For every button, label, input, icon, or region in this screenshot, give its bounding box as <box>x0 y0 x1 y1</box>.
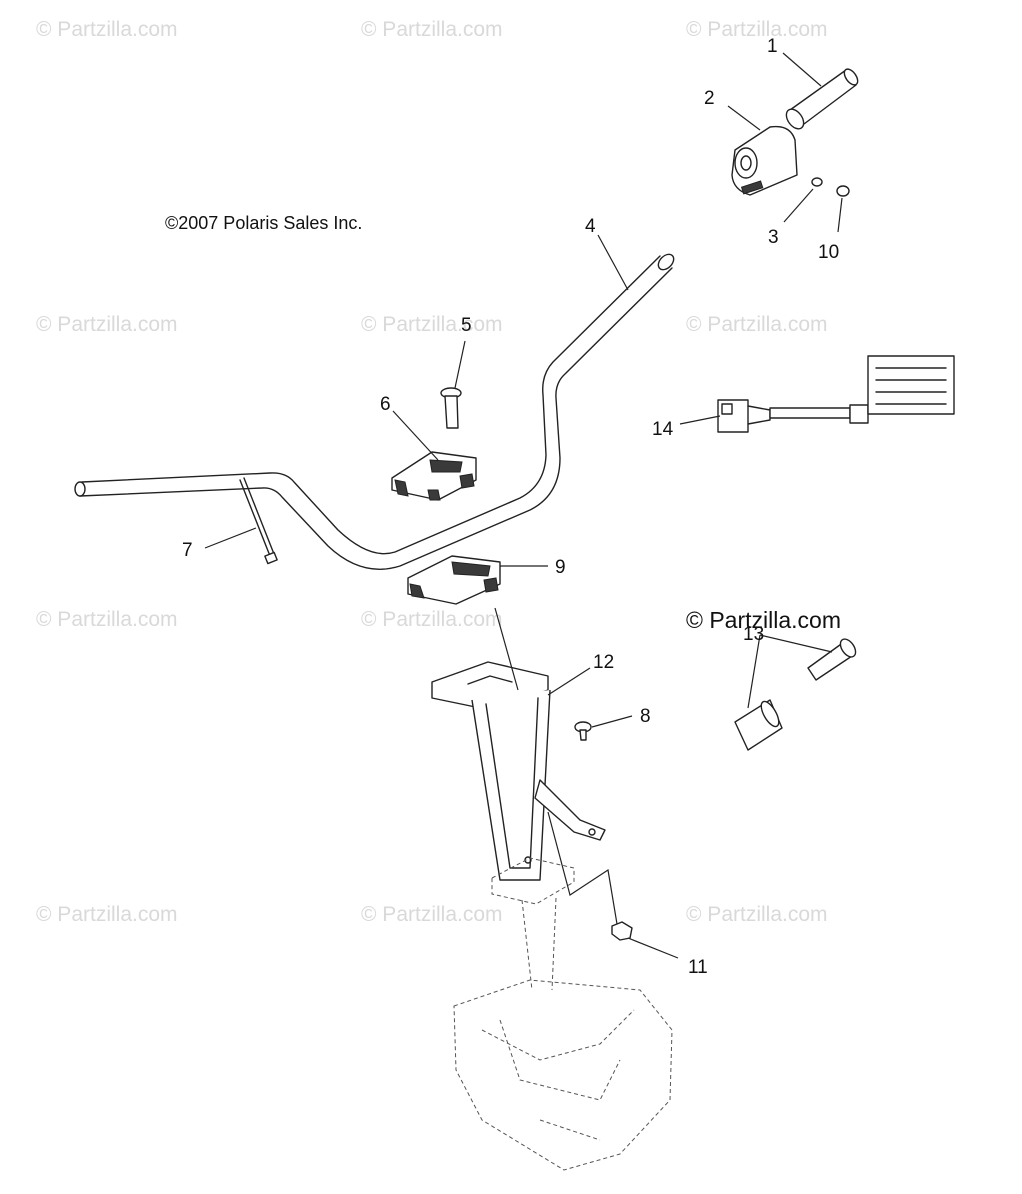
leader-3 <box>783 188 814 223</box>
callout-12: 12 <box>593 652 614 673</box>
callout-14: 14 <box>652 419 674 440</box>
part-12-bracket[interactable] <box>431 661 606 881</box>
leader-14 <box>679 415 721 425</box>
watermark: © Partzilla.com <box>686 18 828 41</box>
watermark-grid: © Partzilla.com © Partzilla.com © Partzi… <box>36 18 828 926</box>
callout-7: 7 <box>182 540 193 561</box>
leader-13a <box>747 634 761 709</box>
part-14-harness[interactable] <box>717 355 955 433</box>
watermark: © Partzilla.com <box>361 903 503 926</box>
watermark: © Partzilla.com <box>36 313 178 336</box>
callout-3: 3 <box>768 227 779 248</box>
part-7-long-bolt[interactable] <box>239 477 278 565</box>
part-4-handlebar[interactable] <box>74 251 677 570</box>
part-2-throttle-housing[interactable] <box>731 125 798 196</box>
leader-11 <box>627 937 679 959</box>
callout-9: 9 <box>555 557 566 578</box>
callout-13: 13 <box>743 624 764 645</box>
watermark: © Partzilla.com <box>361 313 503 336</box>
watermark: © Partzilla.com <box>361 18 503 41</box>
partzilla-logo-text: © Partzilla.com <box>686 607 841 633</box>
callout-5: 5 <box>461 315 472 336</box>
leader-4 <box>597 234 629 291</box>
part-13-lamps[interactable] <box>734 636 859 751</box>
leader-6 <box>392 410 439 461</box>
callout-10: 10 <box>818 242 839 263</box>
frame-body <box>453 857 673 1171</box>
callout-11: 11 <box>688 957 708 978</box>
leader-12-top <box>494 607 519 691</box>
watermark: © Partzilla.com <box>36 18 178 41</box>
callout-2: 2 <box>704 88 715 109</box>
leader-5 <box>454 340 466 389</box>
part-11-nut[interactable] <box>611 921 633 941</box>
callout-6: 6 <box>380 394 391 415</box>
part-5-bolt[interactable] <box>440 387 462 429</box>
copyright-text: ©2007 Polaris Sales Inc. <box>165 213 362 233</box>
part-8-screw[interactable] <box>574 721 592 741</box>
watermark: © Partzilla.com <box>686 903 828 926</box>
leader-13b <box>759 634 833 653</box>
leader-10 <box>837 197 843 233</box>
part-6-upper-clamp[interactable] <box>391 451 477 501</box>
callout-1: 1 <box>767 36 778 57</box>
callout-8: 8 <box>640 706 651 727</box>
leader-2 <box>727 105 761 131</box>
watermark: © Partzilla.com <box>686 313 828 336</box>
part-3-screw[interactable] <box>811 177 823 187</box>
leader-1 <box>782 52 822 87</box>
callout-4: 4 <box>585 216 596 237</box>
watermark: © Partzilla.com <box>36 903 178 926</box>
watermark: © Partzilla.com <box>36 608 178 631</box>
leader-12 <box>547 667 591 696</box>
part-1-grip[interactable] <box>783 67 860 132</box>
leader-8 <box>591 715 633 728</box>
part-9-lower-clamp[interactable] <box>407 555 501 605</box>
watermark: © Partzilla.com <box>361 608 503 631</box>
leader-7 <box>204 527 257 549</box>
leader-bracket-frame <box>547 811 619 931</box>
part-10-screw[interactable] <box>836 185 850 197</box>
